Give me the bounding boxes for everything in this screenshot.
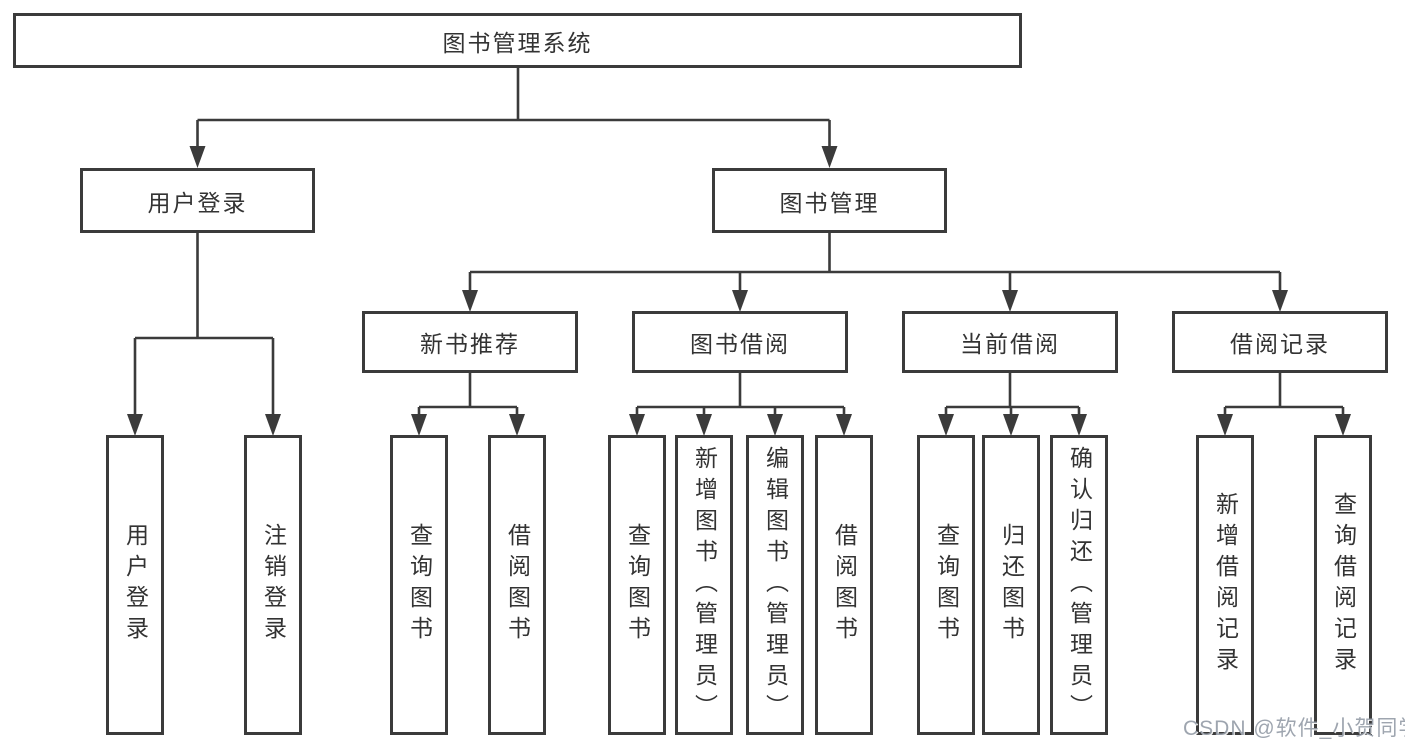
node-label: 用户登录 bbox=[122, 523, 149, 647]
node-label: 新增借阅记录 bbox=[1212, 492, 1239, 678]
node-label: 注销登录 bbox=[260, 523, 287, 647]
node-label: 确认归还（管理员） bbox=[1066, 445, 1093, 725]
arrowheads bbox=[127, 146, 1351, 436]
node-label: 图书管理 bbox=[779, 189, 880, 216]
node-logout-action: 注销登录 bbox=[244, 435, 302, 735]
node-records-query-borrow-record: 查询借阅记录 bbox=[1314, 435, 1372, 735]
node-borrowing-records: 借阅记录 bbox=[1172, 311, 1388, 373]
node-label: 查询借阅记录 bbox=[1330, 492, 1357, 678]
node-borrowing-edit-books-admin: 编辑图书（管理员） bbox=[746, 435, 804, 735]
node-label: 新书推荐 bbox=[420, 331, 520, 357]
node-label: 归还图书 bbox=[998, 523, 1025, 647]
node-current-borrowing: 当前借阅 bbox=[902, 311, 1118, 373]
node-label: 查询图书 bbox=[624, 523, 651, 647]
node-label: 用户登录 bbox=[147, 189, 248, 216]
node-label: 图书管理系统 bbox=[442, 29, 593, 56]
node-user-login: 用户登录 bbox=[80, 168, 315, 233]
node-borrowing-borrow-books: 借阅图书 bbox=[815, 435, 873, 735]
node-label: 查询图书 bbox=[933, 523, 960, 647]
node-current-confirm-return-admin: 确认归还（管理员） bbox=[1050, 435, 1108, 735]
node-label: 借阅图书 bbox=[831, 523, 858, 647]
node-label: 新增图书（管理员） bbox=[691, 445, 718, 725]
node-borrowing-query-books: 查询图书 bbox=[608, 435, 666, 735]
node-label: 借阅记录 bbox=[1230, 331, 1330, 357]
node-borrowing-add-books-admin: 新增图书（管理员） bbox=[675, 435, 733, 735]
node-book-management: 图书管理 bbox=[712, 168, 947, 233]
node-label: 当前借阅 bbox=[960, 331, 1060, 357]
node-user-login-action: 用户登录 bbox=[106, 435, 164, 735]
node-new-book-recommend: 新书推荐 bbox=[362, 311, 578, 373]
node-library-management-system: 图书管理系统 bbox=[13, 13, 1022, 68]
csdn-watermark: CSDN @软件_小贺同学 bbox=[1183, 717, 1405, 740]
node-recommend-query-books: 查询图书 bbox=[390, 435, 448, 735]
node-label: 图书借阅 bbox=[690, 331, 790, 357]
node-current-return-books: 归还图书 bbox=[982, 435, 1040, 735]
node-current-query-books: 查询图书 bbox=[917, 435, 975, 735]
node-label: 查询图书 bbox=[406, 523, 433, 647]
node-records-add-borrow-record: 新增借阅记录 bbox=[1196, 435, 1254, 735]
node-book-borrowing: 图书借阅 bbox=[632, 311, 848, 373]
node-label: 编辑图书（管理员） bbox=[762, 445, 789, 725]
node-label: 借阅图书 bbox=[504, 523, 531, 647]
node-recommend-borrow-books: 借阅图书 bbox=[488, 435, 546, 735]
